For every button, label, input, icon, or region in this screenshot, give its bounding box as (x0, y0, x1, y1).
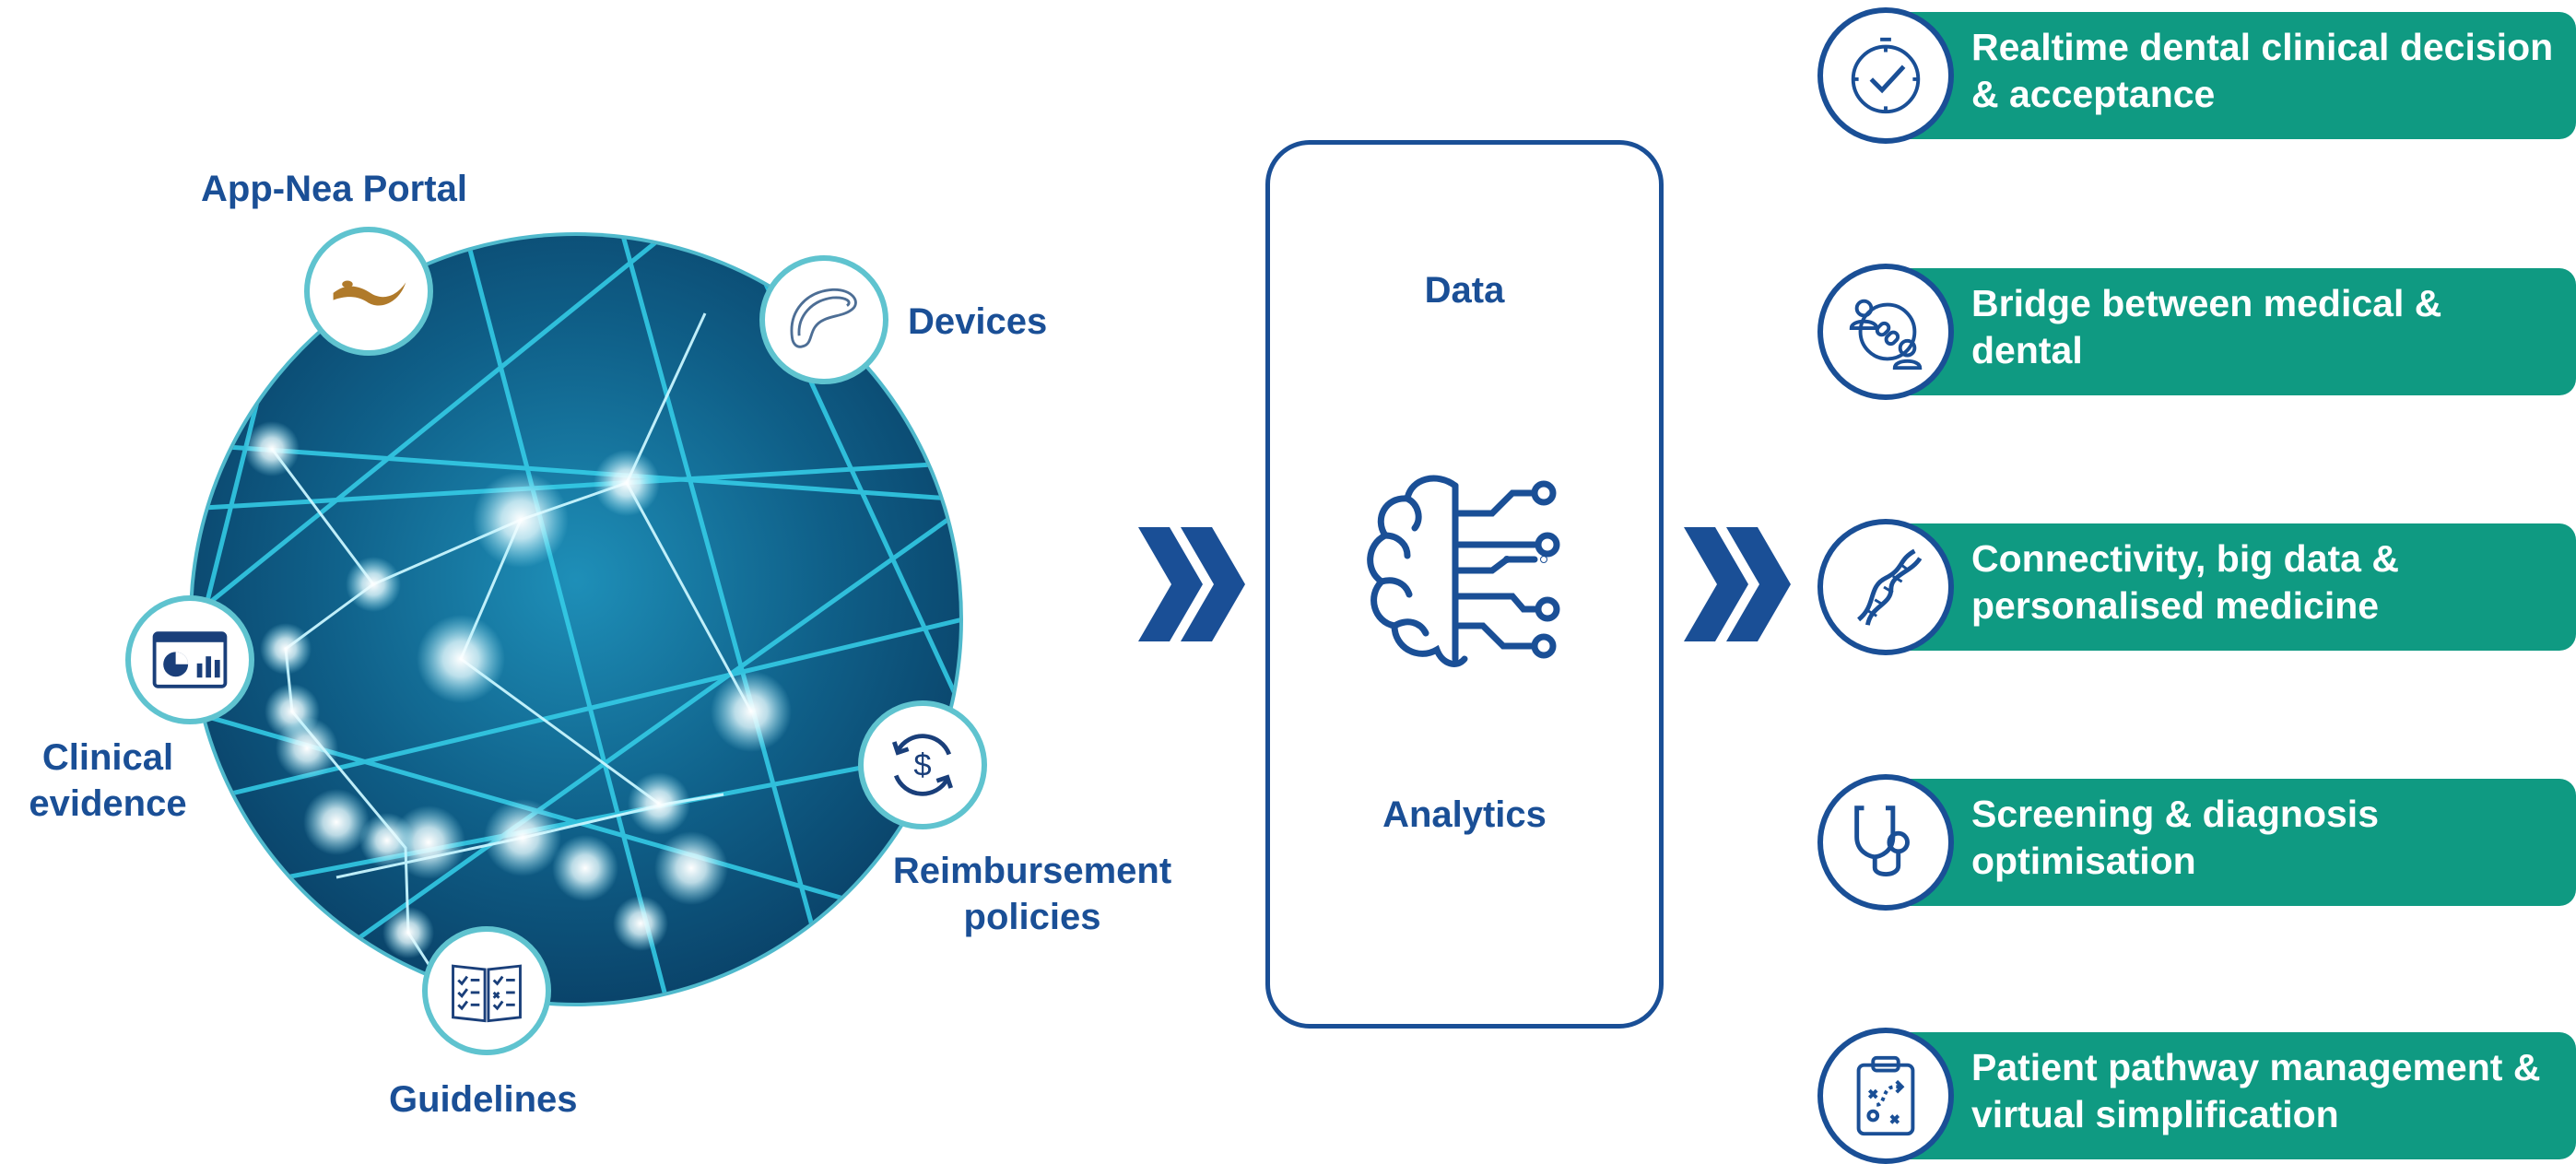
analytics-label: Analytics (1382, 794, 1547, 835)
stethoscope-icon (1854, 805, 1910, 876)
outcome-text: Patient pathway management & virtual sim… (1971, 1046, 2541, 1135)
dollar-cycle-icon: $ (892, 734, 953, 796)
outcome-bar (1891, 779, 2576, 906)
data-analytics-panel: Data Analytics (1265, 140, 1664, 1029)
reimbursement-label: Reimbursement policies (892, 851, 1172, 937)
outcome-text: Realtime dental clinical decision & acce… (1971, 26, 2554, 115)
outcome-bar (1891, 12, 2576, 139)
outcome-card-1: Realtime dental clinical decision & acce… (1817, 7, 2576, 144)
reimbursement-node: $ (858, 700, 987, 829)
outcome-text: Connectivity, big data & personalised me… (1971, 537, 2399, 627)
clinical-evidence-label: Clinical evidence (29, 737, 187, 824)
clinical-evidence-node (125, 595, 254, 724)
wave-logo-icon (333, 280, 406, 306)
portal-node (304, 227, 433, 356)
outcome-bar (1891, 268, 2576, 395)
devices-label: Devices (908, 301, 1048, 342)
outcome-text: Bridge between medical & dental (1971, 282, 2442, 371)
open-book-checklist-icon (452, 964, 522, 1023)
guidelines-node (422, 926, 551, 1055)
right-chevron-arrow (1684, 527, 1791, 641)
outcome-icon-ring (1817, 1028, 1954, 1164)
left-chevron-arrow (1138, 527, 1245, 641)
dental-aligner-icon (790, 288, 857, 348)
outcome-bar (1891, 1032, 2576, 1159)
outcome-icon-ring (1817, 264, 1954, 400)
outcome-bar (1891, 523, 2576, 651)
clock-check-icon (1851, 37, 1921, 114)
brain-circuit-icon (1367, 475, 1560, 667)
outcome-icon-ring (1817, 7, 1954, 144)
dna-icon (1856, 548, 1923, 626)
data-label: Data (1424, 270, 1505, 311)
people-link-icon (1849, 299, 1923, 370)
outcome-card-3: Connectivity, big data & personalised me… (1817, 519, 2576, 655)
devices-node (759, 255, 888, 384)
dashboard-chart-icon (152, 631, 228, 688)
portal-label: App-Nea Portal (201, 169, 467, 209)
guidelines-label: Guidelines (389, 1079, 578, 1120)
clipboard-path-icon (1856, 1055, 1915, 1136)
network-globe-image (189, 232, 963, 1006)
outcome-card-4: Screening & diagnosis optimisation (1817, 774, 2576, 911)
outcome-text: Screening & diagnosis optimisation (1971, 793, 2379, 882)
outcome-card-5: Patient pathway management & virtual sim… (1817, 1028, 2576, 1164)
outcome-icon-ring (1817, 519, 1954, 655)
outcome-icon-ring (1817, 774, 1954, 911)
svg-text:$: $ (913, 748, 931, 783)
outcome-card-2: Bridge between medical & dental (1817, 264, 2576, 400)
